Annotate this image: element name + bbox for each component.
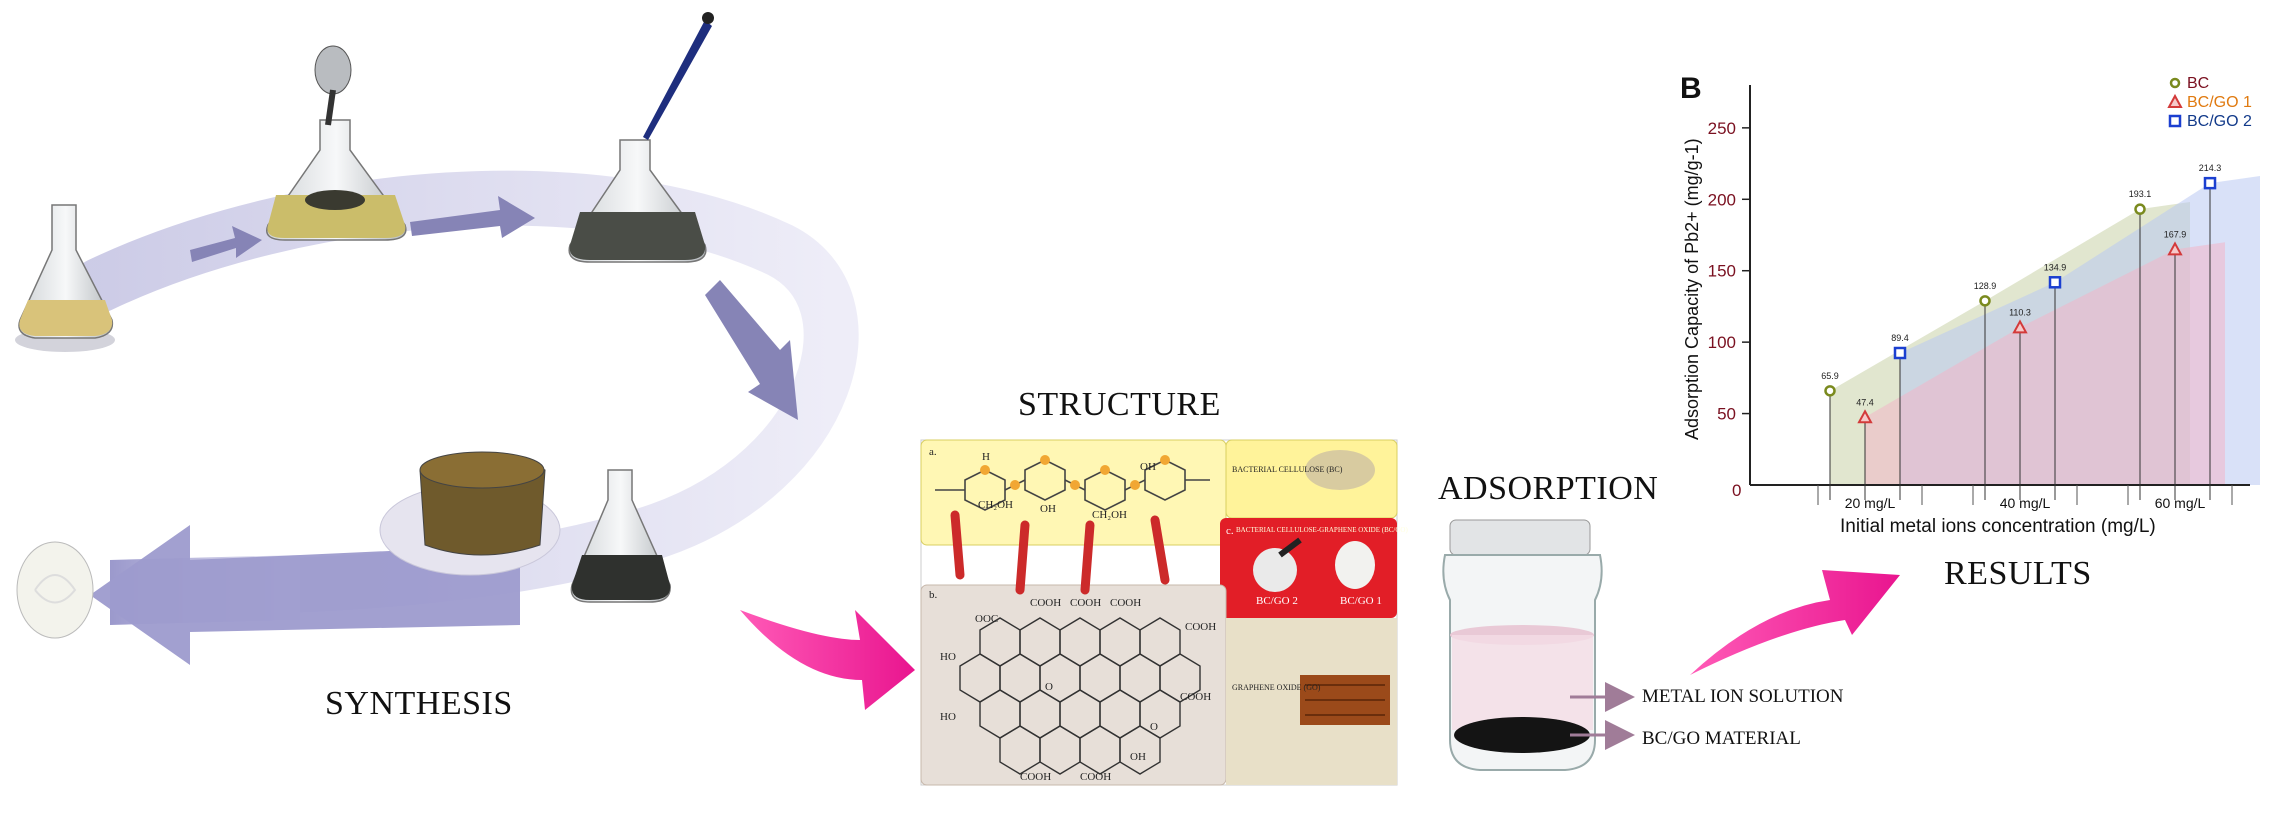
label-b: b. [929,589,938,601]
data-label: 193.1 [2129,189,2152,199]
chem-ch2oh: CH₂OH [978,499,1013,511]
y-tick-label: 250 [1708,119,1736,138]
chem-cooh: COOH [1030,597,1061,609]
chem-ooc: OOC [975,613,998,625]
beaker-on-plate [379,451,561,576]
magenta-arrow-1 [740,610,915,710]
chem-o: O [1150,721,1158,733]
data-point-bcgo2 [2048,276,2062,289]
flask-3 [568,12,714,263]
data-point-bcgo1 [1857,409,1873,424]
data-label: 65.9 [1821,371,1839,381]
magenta-arrow-2 [1690,570,1900,675]
chem-cooh: COOH [1185,621,1216,633]
adsorption-label: ADSORPTION [1438,470,1659,507]
flow-arrow [190,196,798,420]
data-label: 214.3 [2199,163,2222,173]
y-tick-label: 150 [1708,262,1736,281]
sample-bcgo1: BC/GO 1 [1340,595,1382,607]
data-label: 110.3 [2009,307,2031,317]
go-structure-box [920,584,1227,786]
chem-oh: OH [1130,751,1146,763]
chem-cooh: COOH [1020,771,1051,783]
legend-marker [2168,114,2182,128]
data-point-bcgo2 [2203,176,2217,190]
sample-bcgo2: BC/GO 2 [1256,595,1298,607]
chem-ho: HO [940,711,956,723]
data-point-bcgo1 [2167,241,2183,256]
chem-oh: OH [1140,461,1156,473]
chem-o: O [1045,681,1053,693]
flask-2 [266,45,407,241]
y-tick-label: 50 [1717,405,1736,424]
chart-legend: BC BC/GO 1 BC/GO 2 [2167,75,2252,130]
data-label: 47.4 [1856,397,1874,407]
legend-marker [2167,93,2183,108]
bcgo-material-label: BC/GO MATERIAL [1642,728,1801,749]
flask-1 [15,204,115,352]
data-point-bc [1824,385,1836,397]
cellulose-sample [16,541,94,639]
y-tick-label: 100 [1708,333,1736,352]
chem-cooh: COOH [1080,771,1111,783]
chem-cooh: COOH [1180,691,1211,703]
label-a: a. [929,446,937,458]
panel-letter: B [1680,72,1702,105]
flask-4 [570,469,671,603]
legend-label: BC/GO 1 [2187,94,2252,111]
data-point-bc [2134,203,2146,215]
chem-h: H [982,451,990,463]
y-axis-ticks: 50 100 150 200 250 [1708,119,1750,424]
x-category-label: 20 mg/L [1845,495,1896,511]
chart-marks: 65.9 128.9 193.1 47.4 110.3 167.9 89.4 134.9 214… [1821,163,2221,500]
data-label: 134.9 [2044,262,2067,272]
metal-ion-solution-label: METAL ION SOLUTION [1642,686,1844,707]
data-label: 128.9 [1974,281,1997,291]
x-category-label: 60 mg/L [2155,495,2206,511]
chem-cooh: COOH [1110,597,1141,609]
data-label: 89.4 [1891,333,1909,343]
chem-cooh: COOH [1070,597,1101,609]
legend-label: BC/GO 2 [2187,113,2252,130]
adsorption-chart: 50 100 150 200 250 65.9 128.9 193.1 47.4 110.3 16… [1680,72,2260,537]
y-tick-label: 200 [1708,190,1736,209]
legend-marker [2169,77,2181,89]
pipette [643,20,712,140]
x-category-label: 40 mg/L [2000,495,2051,511]
go-label: GRAPHENE OXIDE (GO) [1232,683,1321,692]
origin-label: 0 [1732,481,1741,500]
data-point-bcgo2 [1893,346,1907,360]
y-axis-label: Adsorption Capacity of Pb2+ (mg/g-1) [1682,138,1702,440]
data-point-bc [1979,295,1991,307]
synthesis-label: SYNTHESIS [325,685,513,722]
structure-panel: a. b. c. BACTERIAL CELLULOSE (BC) BACTER… [920,439,1408,786]
data-point-bcgo1 [2012,319,2028,334]
bcgo-label: BACTERIAL CELLULOSE-GRAPHENE OXIDE (BC/G… [1236,526,1408,534]
chart-area-fills [1830,176,2260,485]
results-label: RESULTS [1944,555,2092,592]
adsorption-jar [1442,519,1635,771]
area-bcgo1 [1865,242,2225,485]
structure-label: STRUCTURE [1018,386,1221,423]
chem-ch2oh: CH₂OH [1092,509,1127,521]
x-categories: 20 mg/L 40 mg/L 60 mg/L [1817,485,2233,511]
label-c: c. [1226,525,1234,537]
data-label: 167.9 [2164,229,2187,239]
chem-ho: HO [940,651,956,663]
synthesis-cycle [15,12,859,665]
x-axis-label: Initial metal ions concentration (mg/L) [1840,516,2156,537]
chem-oh: OH [1040,503,1056,515]
legend-label: BC [2187,75,2209,92]
bc-label: BACTERIAL CELLULOSE (BC) [1232,465,1343,474]
